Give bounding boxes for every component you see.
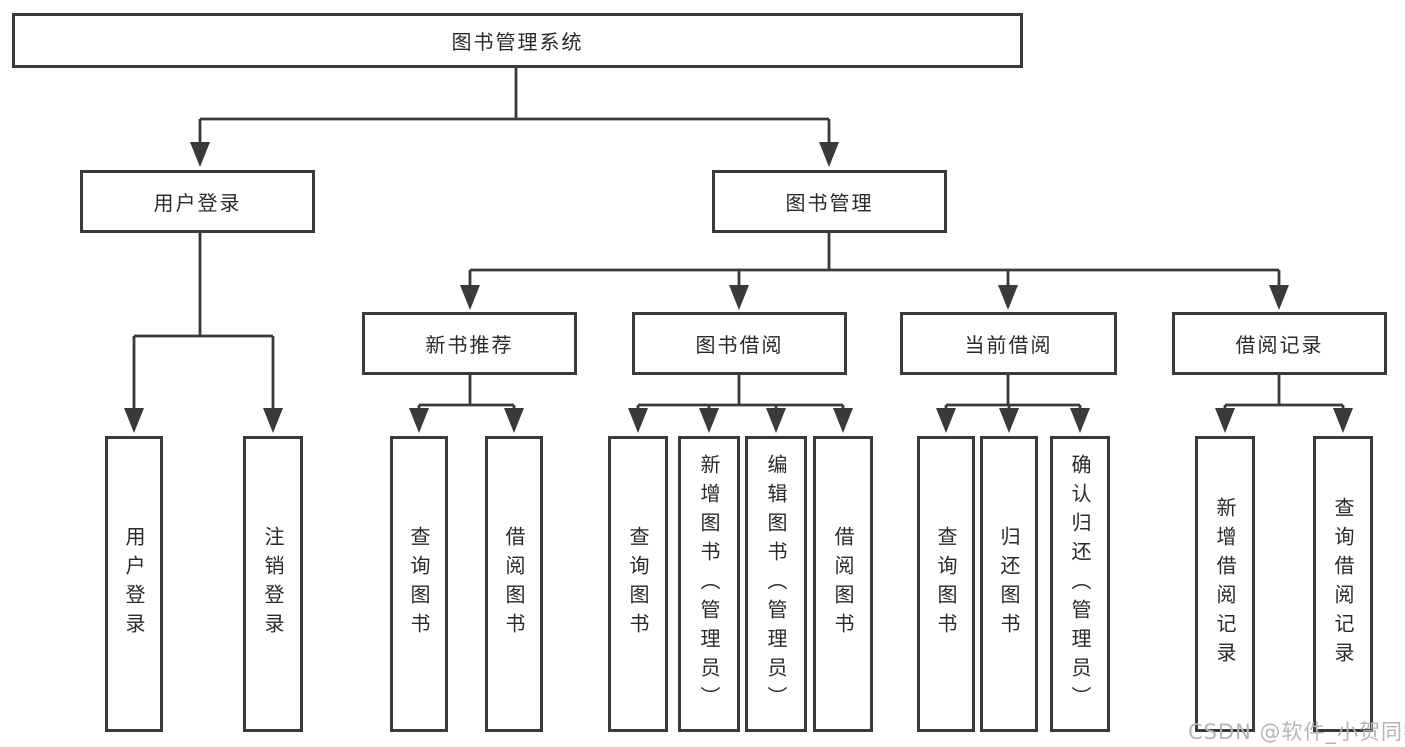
leaf-records-add-borrow-record: 新增借阅记录 xyxy=(1195,436,1255,732)
leaf-currentborrow-return-books-label: 归还图书 xyxy=(997,526,1021,642)
leaf-logout: 注销登录 xyxy=(243,436,303,732)
leaf-records-query-borrow-record-label: 查询借阅记录 xyxy=(1331,497,1355,671)
node-borrow-records: 借阅记录 xyxy=(1172,312,1387,375)
leaf-currentborrow-query-books: 查询图书 xyxy=(917,436,975,732)
leaf-newbooks-borrow-books: 借阅图书 xyxy=(485,436,543,732)
leaf-currentborrow-query-books-label: 查询图书 xyxy=(934,526,958,642)
node-user-login-group: 用户登录 xyxy=(80,170,315,233)
leaf-currentborrow-confirm-return-admin-label: 确认归还（管理员） xyxy=(1068,453,1092,715)
csdn-watermark: CSDN @软件_小贺同学 xyxy=(1188,720,1405,744)
leaf-user-login-label: 用户登录 xyxy=(122,526,146,642)
node-root-system: 图书管理系统 xyxy=(12,13,1023,68)
node-book-borrow: 图书借阅 xyxy=(632,312,847,375)
leaf-bookborrow-add-books-admin: 新增图书（管理员） xyxy=(678,436,740,732)
leaf-logout-label: 注销登录 xyxy=(261,526,285,642)
leaf-bookborrow-query-books-label: 查询图书 xyxy=(626,526,650,642)
leaf-bookborrow-edit-books-admin-label: 编辑图书（管理员） xyxy=(764,453,788,715)
node-book-management: 图书管理 xyxy=(712,170,947,233)
leaf-bookborrow-borrow-books: 借阅图书 xyxy=(813,436,873,732)
leaf-bookborrow-borrow-books-label: 借阅图书 xyxy=(831,526,855,642)
leaf-records-add-borrow-record-label: 新增借阅记录 xyxy=(1213,497,1237,671)
leaf-bookborrow-add-books-admin-label: 新增图书（管理员） xyxy=(697,453,721,715)
node-current-borrow: 当前借阅 xyxy=(900,312,1117,375)
leaf-newbooks-borrow-books-label: 借阅图书 xyxy=(502,526,526,642)
leaf-currentborrow-return-books: 归还图书 xyxy=(980,436,1038,732)
leaf-currentborrow-confirm-return-admin: 确认归还（管理员） xyxy=(1050,436,1110,732)
leaf-bookborrow-query-books: 查询图书 xyxy=(608,436,668,732)
leaf-newbooks-query-books-label: 查询图书 xyxy=(407,526,431,642)
leaf-records-query-borrow-record: 查询借阅记录 xyxy=(1313,436,1373,732)
leaf-newbooks-query-books: 查询图书 xyxy=(390,436,448,732)
leaf-bookborrow-edit-books-admin: 编辑图书（管理员） xyxy=(745,436,807,732)
leaf-user-login: 用户登录 xyxy=(105,436,163,732)
node-new-book-recommend: 新书推荐 xyxy=(362,312,577,375)
